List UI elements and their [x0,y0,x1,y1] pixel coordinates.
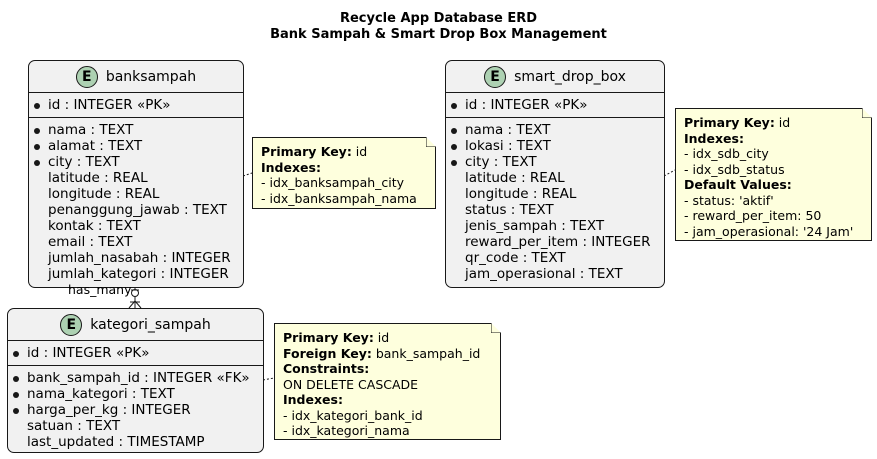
relationship-label: has_many [68,282,132,297]
entity-field: nama_kategori : TEXT [8,386,263,402]
required-marker [13,408,19,414]
entity-field: longitude : REAL [48,186,160,202]
diagram-subtitle: Bank Sampah & Smart Drop Box Management [270,27,607,42]
entity-field: city : TEXT [29,154,243,170]
required-marker [451,144,457,150]
note-link-kategori [262,377,275,381]
entity-field: jenis_sampah : TEXT [465,218,605,234]
note-smart-drop-box: Primary Key: id Indexes: - idx_sdb_city … [675,108,872,241]
entity-field: satuan : TEXT [27,418,121,434]
entity-icon: E [75,65,98,88]
required-marker [451,160,457,166]
entity-field: longitude : REAL [465,186,577,202]
entity-field: jumlah_nasabah : INTEGER [48,250,231,266]
entity-field: qr_code : TEXT [465,250,566,266]
field-primary-key: id : INTEGER «PK» [8,345,263,361]
entity-header: E kategori_sampah [8,309,263,341]
entity-name: smart_drop_box [514,68,626,85]
entity-field: latitude : REAL [465,170,565,186]
entity-field: city : TEXT [446,154,664,170]
entity-field: penanggung_jawab : TEXT [48,202,227,218]
required-marker [34,160,40,166]
entity-icon: E [484,65,507,88]
entity-field: harga_per_kg : INTEGER [8,402,263,418]
entity-field: alamat : TEXT [29,138,243,154]
entity-field: reward_per_item : INTEGER [465,234,651,250]
required-marker [13,376,19,382]
field-list: bank_sampah_id : INTEGER «FK»nama_katego… [8,366,263,450]
required-marker [451,128,457,134]
entity-name: banksampah [105,68,197,85]
entity-field: status : TEXT [465,202,554,218]
required-marker [13,392,19,398]
entity-smart-drop-box: E smart_drop_box id : INTEGER «PK» nama … [445,60,665,288]
entity-field: jumlah_kategori : INTEGER [48,266,229,282]
entity-header: E banksampah [29,61,243,93]
entity-kategori-sampah: E kategori_sampah id : INTEGER «PK» bank… [7,308,264,453]
field-primary-key: id : INTEGER «PK» [29,97,243,113]
entity-field: nama : TEXT [29,122,243,138]
note-link-smart-drop-box [663,169,676,177]
required-marker [34,144,40,150]
entity-field: lokasi : TEXT [446,138,664,154]
entity-field: jam_operasional : TEXT [465,266,623,282]
entity-field: last_updated : TIMESTAMP [27,434,205,450]
diagram-title: Recycle App Database ERD [339,11,538,26]
entity-field: email : TEXT [48,234,133,250]
entity-field: bank_sampah_id : INTEGER «FK» [8,370,263,386]
required-marker [34,128,40,134]
note-link-banksampah [242,172,253,177]
entity-icon: E [60,313,83,336]
entity-field: nama : TEXT [446,122,664,138]
note-kategori-sampah: Primary Key: id Foreign Key: bank_sampah… [274,323,501,440]
one-end-marker [131,289,139,297]
entity-header: E smart_drop_box [446,61,664,93]
entity-name: kategori_sampah [90,316,211,333]
field-primary-key: id : INTEGER «PK» [446,97,664,113]
entity-field: kontak : TEXT [48,218,141,234]
note-banksampah: Primary Key: id Indexes: - idx_banksampa… [252,137,436,209]
entity-field: latitude : REAL [48,170,148,186]
entity-banksampah: E banksampah id : INTEGER «PK» nama : TE… [28,60,244,288]
